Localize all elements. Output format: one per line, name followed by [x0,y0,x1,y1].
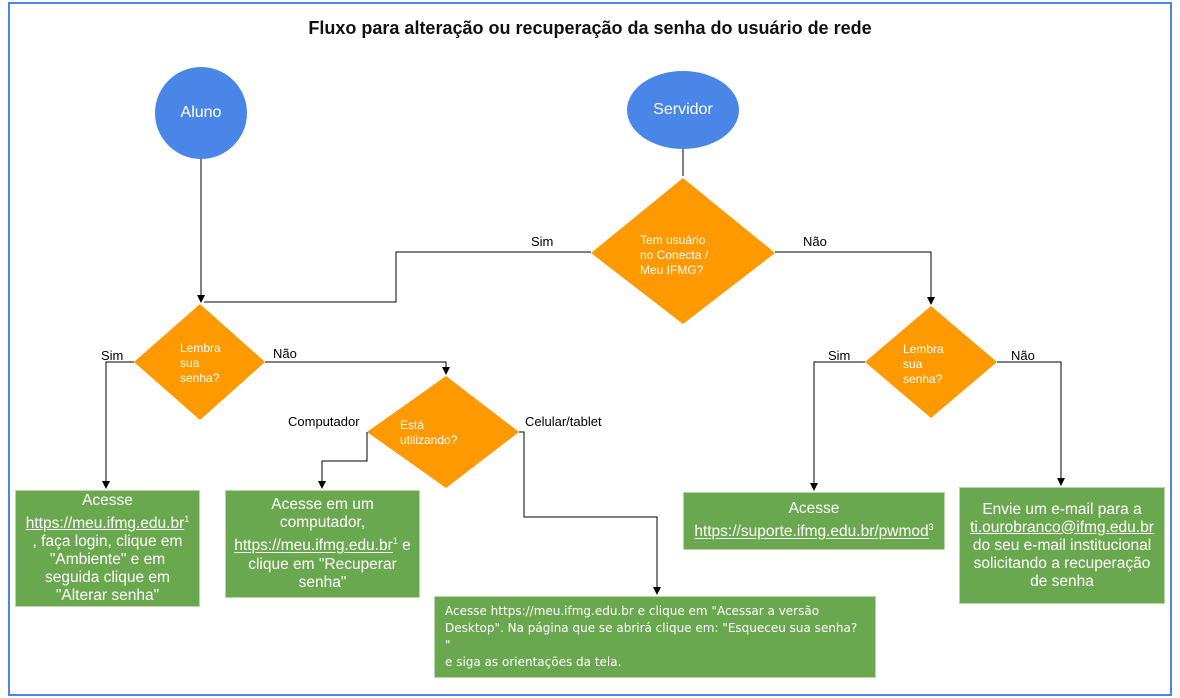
lembra-servidor-label: Lembra sua senha? [903,339,963,389]
box-servidor-nao-line-3: do seu e-mail institucional [972,536,1152,554]
box-aluno-sim-link-line: https://meu.ifmg.edu.br1 [26,510,190,533]
diagram-frame [8,2,1172,696]
servidor-node [627,71,739,149]
edge-lembra2-sim [810,361,865,491]
box-servidor-nao-line-1: Envie um e-mail para a [982,500,1142,518]
lembra-servidor-line-3: senha? [903,371,943,386]
servidor-label: Servidor [653,101,713,118]
footnote-ref: 1 [184,513,190,524]
box-celular-line-1: Acesse https://meu.ifmg.edu.br e clique … [445,604,820,618]
box-servidor-sim: Acesse https://suporte.ifmg.edu.br/pwmod… [683,492,945,550]
edge-label-nao-lembra2: Não [1011,348,1035,363]
tem-usuario-label: Tem usuário no Conecta / Meu IFMG? [640,225,740,285]
lembra-aluno-line-3: senha? [180,370,220,385]
lembra-aluno-line-2: sua [180,355,200,370]
edge-label-nao-aluno: Não [273,346,297,361]
esta-utilizando-label: Está utilizando? [400,416,480,450]
box-computador-line-2: computador, [279,514,366,532]
edge-label-nao-servidor: Não [803,234,827,249]
email-link[interactable]: ti.ourobranco@ifmg.edu.br [970,518,1154,536]
box-aluno-sim-line-6: "Alterar senha" [55,587,160,605]
connectors [102,149,1065,595]
diagram-title: Fluxo para alteração ou recuperação da s… [308,18,872,38]
edge-tem-nao [775,251,935,305]
box-celular: Acesse https://meu.ifmg.edu.br e clique … [434,596,876,678]
edge-label-sim-aluno: Sim [101,348,124,363]
box-servidor-nao-line-4: solicitando a recuperação [973,554,1151,572]
esta-utilizando-line-2: utilizando? [400,433,458,447]
lembra-servidor-line-2: sua [903,356,923,371]
box-celular-line-3: e siga as orientações da tela. [445,655,622,669]
box-computador-line-1: Acesse em um [271,496,374,514]
edge-label-celular: Celular/tablet [525,414,602,429]
edge-computador [318,432,368,489]
box-celular-line-2: Desktop". Na página que se abrirá clique… [445,621,858,652]
box-aluno-sim-line-4: "Ambiente" e em [49,551,166,569]
box-servidor-nao: Envie um e-mail para a ti.ourobranco@ifm… [959,487,1165,604]
edge-label-computador: Computador [288,414,360,429]
aluno-node [155,67,247,159]
footnote-ref: 3 [928,522,934,533]
tem-usuario-line-2: no Conecta / [640,247,709,262]
edge-lembra-sim [102,361,134,489]
box-aluno-sim-line-5: seguida clique em [45,569,170,587]
edge-lembra2-nao [997,361,1065,486]
lembra-servidor-decision [865,306,997,418]
box-aluno-sim-line-3: , faça login, clique em [32,533,183,551]
box-servidor-sim-link-line: https://suporte.ifmg.edu.br/pwmod3 [694,518,933,541]
tem-usuario-line-1: Tem usuário [640,232,706,247]
meu-ifmg-link[interactable]: https://meu.ifmg.edu.br [234,537,393,555]
lembra-aluno-line-1: Lembra [180,340,221,355]
box-computador-line-4: clique em "Recuperar [248,555,397,573]
esta-utilizando-decision [367,376,519,488]
lembra-servidor-line-1: Lembra [903,341,944,356]
box-servidor-nao-line-5: de senha [1030,572,1094,590]
edge-tem-sim [204,251,591,303]
box-aluno-sim: Acesse https://meu.ifmg.edu.br1 , faça l… [15,490,200,607]
edge-lembra-nao [265,361,450,375]
box-computador-link-line: https://meu.ifmg.edu.br1 e [234,532,410,555]
box-computador-after: e [397,537,411,555]
esta-utilizando-line-1: Está [400,418,425,432]
tem-usuario-line-3: Meu IFMG? [640,262,704,277]
edge-celular [519,431,661,595]
lembra-aluno-label: Lembra sua senha? [180,338,240,388]
lembra-aluno-decision [134,304,265,420]
box-servidor-sim-line-1: Acesse [788,500,840,518]
tem-usuario-decision [591,178,775,324]
aluno-label: Aluno [180,104,222,121]
pwmod-link[interactable]: https://suporte.ifmg.edu.br/pwmod [694,523,929,541]
edge-label-sim-lembra2: Sim [828,348,851,363]
box-computador-line-5: senha" [298,573,347,591]
edge-label-sim-servidor: Sim [531,234,554,249]
meu-ifmg-link[interactable]: https://meu.ifmg.edu.br [25,515,185,533]
box-aluno-sim-line-1: Acesse [82,491,133,509]
footnote-ref: 1 [392,536,398,547]
box-computador: Acesse em um computador, https://meu.ifm… [225,490,420,598]
